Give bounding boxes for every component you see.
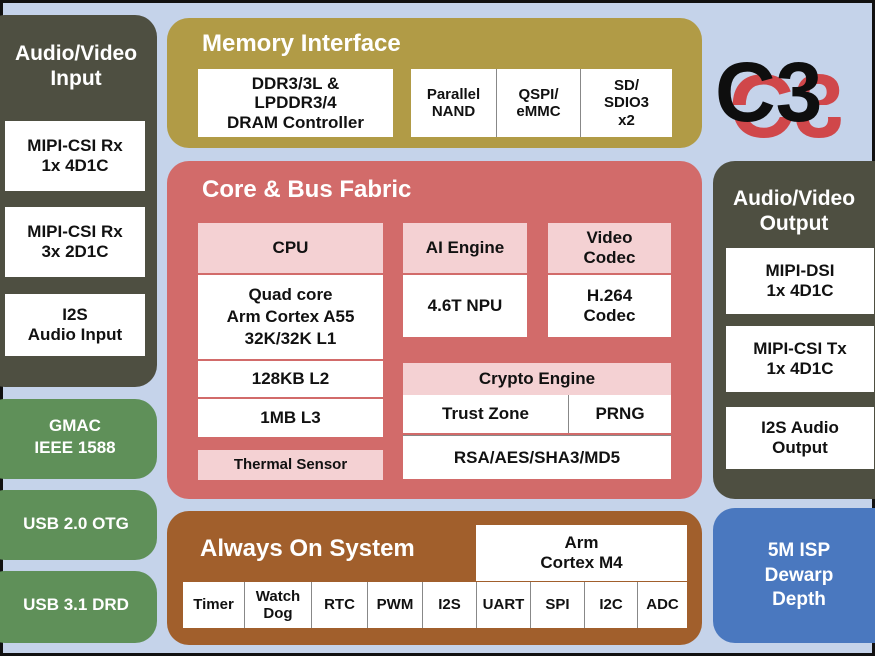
peripheral-pwm: PWM [367, 582, 422, 628]
logo-text: C3 [715, 47, 822, 139]
peripheral-uart: UART [476, 582, 530, 628]
prng-box: PRNG [568, 395, 671, 433]
usb3-label: USB 3.1 DRD [23, 595, 129, 614]
always-on-system-title: Always On System [200, 535, 415, 562]
l2-cache-box: 128KB L2 [198, 361, 383, 397]
cpu-header: CPU [198, 223, 383, 273]
peripheral-timer: Timer [183, 582, 244, 628]
gmac-panel [0, 399, 157, 479]
npu-box: 4.6T NPU [403, 275, 527, 337]
ai-engine-header: AI Engine [403, 223, 527, 273]
usb2-label: USB 2.0 OTG [23, 514, 129, 533]
mipi-csi-rx-4d1c-box: MIPI-CSI Rx 1x 4D1C [5, 121, 145, 191]
mipi-csi-rx-2d1c-box: MIPI-CSI Rx 3x 2D1C [5, 207, 145, 277]
memory-interface-title: Memory Interface [202, 30, 401, 57]
gmac-label: GMAC IEEE 1588 [34, 416, 116, 458]
c3-logo: C3 C3 [709, 47, 849, 147]
peripheral-i2c: I2C [584, 582, 637, 628]
dram-controller-box: DDR3/3L & LPDDR3/4 DRAM Controller [198, 69, 393, 137]
core-bus-fabric-title: Core & Bus Fabric [202, 176, 412, 203]
i2s-audio-input-box: I2S Audio Input [5, 294, 145, 356]
qspi-emmc-box: QSPI/ eMMC [496, 69, 580, 137]
trust-zone-box: Trust Zone [403, 395, 568, 433]
i2s-audio-output-box: I2S Audio Output [726, 407, 874, 469]
cpu-body: Quad core Arm Cortex A55 32K/32K L1 [198, 275, 383, 359]
sd-sdio-box: SD/ SDIO3 x2 [580, 69, 672, 137]
usb3-panel [0, 571, 157, 643]
isp-label: 5M ISP Dewarp Depth [764, 540, 834, 611]
l3-cache-box: 1MB L3 [198, 399, 383, 437]
thermal-sensor-box: Thermal Sensor [198, 450, 383, 480]
logo-shadow: C3 [729, 57, 844, 147]
rsa-aes-sha3-md5-box: RSA/AES/SHA3/MD5 [403, 435, 671, 479]
parallel-nand-box: Parallel NAND [411, 69, 496, 137]
peripheral-watchdog: Watch Dog [244, 582, 311, 628]
isp-panel [713, 508, 875, 643]
cortex-m4-box: Arm Cortex M4 [476, 525, 687, 581]
mipi-dsi-box: MIPI-DSI 1x 4D1C [726, 248, 874, 314]
peripheral-rtc: RTC [311, 582, 367, 628]
peripheral-spi: SPI [530, 582, 584, 628]
peripheral-i2s: I2S [422, 582, 476, 628]
mipi-csi-tx-box: MIPI-CSI Tx 1x 4D1C [726, 326, 874, 392]
video-codec-header: Video Codec [548, 223, 671, 273]
crypto-engine-header: Crypto Engine [403, 363, 671, 395]
peripheral-adc: ADC [637, 582, 687, 628]
usb2-panel [0, 490, 157, 560]
av-output-title: Audio/Video Output [732, 187, 856, 236]
h264-codec-box: H.264 Codec [548, 275, 671, 337]
av-input-title: Audio/Video Input [14, 42, 138, 91]
